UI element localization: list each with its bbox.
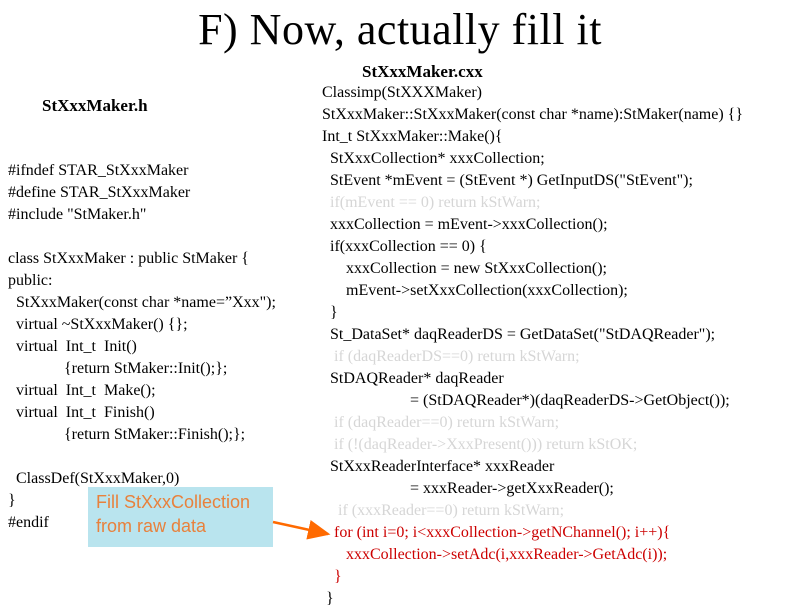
source-code-line: if (daqReader==0) return kStWarn;: [322, 414, 560, 431]
source-code-line: }: [322, 590, 334, 607]
header-code-line: class StXxxMaker : public StMaker {: [8, 250, 249, 267]
callout-line-2: from raw data: [96, 516, 207, 536]
slide-title: F) Now, actually fill it: [198, 5, 602, 54]
source-code-line: StEvent *mEvent = (StEvent *) GetInputDS…: [322, 172, 693, 189]
callout-line-1: Fill StXxxCollection: [96, 492, 251, 512]
header-code-line: [8, 446, 276, 468]
source-code-line: if (!(daqReader->XxxPresent())) return k…: [322, 436, 638, 453]
source-code-line: if (daqReaderDS==0) return kStWarn;: [322, 348, 580, 365]
fill-collection-callout: Fill StXxxCollection from raw data: [88, 487, 273, 547]
source-code-line: = xxxReader->getXxxReader();: [322, 480, 614, 497]
source-code-line: for (int i=0; i<xxxCollection->getNChann…: [322, 524, 671, 541]
header-code-line: virtual Int_t Init(): [8, 338, 137, 355]
source-code-line: if(xxxCollection == 0) {: [322, 238, 487, 255]
source-code-line: St_DataSet* daqReaderDS = GetDataSet("St…: [322, 326, 716, 343]
header-code-line: virtual Int_t Finish(): [8, 404, 155, 421]
source-code-line: mEvent->setXxxCollection(xxxCollection);: [322, 282, 628, 299]
source-code-line: StDAQReader* daqReader: [322, 370, 504, 387]
source-code-line: if(mEvent == 0) return kStWarn;: [322, 194, 541, 211]
header-code-line: }: [8, 492, 16, 509]
header-code-line: {return StMaker::Init();};: [8, 360, 228, 377]
header-code-line: #ifndef STAR_StXxxMaker: [8, 162, 189, 179]
header-code-line: StXxxMaker(const char *name=”Xxx");: [8, 294, 276, 311]
header-code-line: public:: [8, 272, 53, 289]
header-code-line: #endif: [8, 514, 49, 531]
source-code-line: Int_t StXxxMaker::Make(){: [322, 128, 503, 145]
source-code-line: Classimp(StXXXMaker): [322, 84, 482, 101]
source-code-line: StXxxReaderInterface* xxxReader: [322, 458, 555, 475]
source-file-name: StXxxMaker.cxx: [362, 62, 483, 81]
source-code-line: StXxxCollection* xxxCollection;: [322, 150, 545, 167]
header-code-line: ClassDef(StXxxMaker,0): [8, 470, 180, 487]
source-code-line: = (StDAQReader*)(daqReaderDS->GetObject(…: [322, 392, 730, 409]
header-code-line: [8, 226, 276, 248]
source-code-line: xxxCollection = mEvent->xxxCollection();: [322, 216, 608, 233]
source-code-line: }: [322, 304, 338, 321]
source-code-line: xxxCollection->setAdc(i,xxxReader->GetAd…: [322, 546, 668, 563]
header-code-line: [8, 138, 276, 160]
header-code-line: #define STAR_StXxxMaker: [8, 184, 191, 201]
header-code-line: virtual Int_t Make();: [8, 382, 156, 399]
source-code-line: StXxxMaker::StXxxMaker(const char *name)…: [322, 106, 744, 123]
header-file-code: #ifndef STAR_StXxxMaker #define STAR_StXx…: [8, 138, 276, 534]
header-code-line: {return StMaker::Finish();};: [8, 426, 246, 443]
source-code-line: if (xxxReader==0) return kStWarn;: [322, 502, 565, 519]
header-file-name: StXxxMaker.h: [42, 96, 148, 115]
source-file-code: Classimp(StXXXMaker)StXxxMaker::StXxxMak…: [322, 82, 743, 610]
source-code-line: }: [322, 568, 342, 585]
source-code-line: xxxCollection = new StXxxCollection();: [322, 260, 607, 277]
header-code-line: #include "StMaker.h": [8, 206, 147, 223]
header-code-line: virtual ~StXxxMaker() {};: [8, 316, 188, 333]
